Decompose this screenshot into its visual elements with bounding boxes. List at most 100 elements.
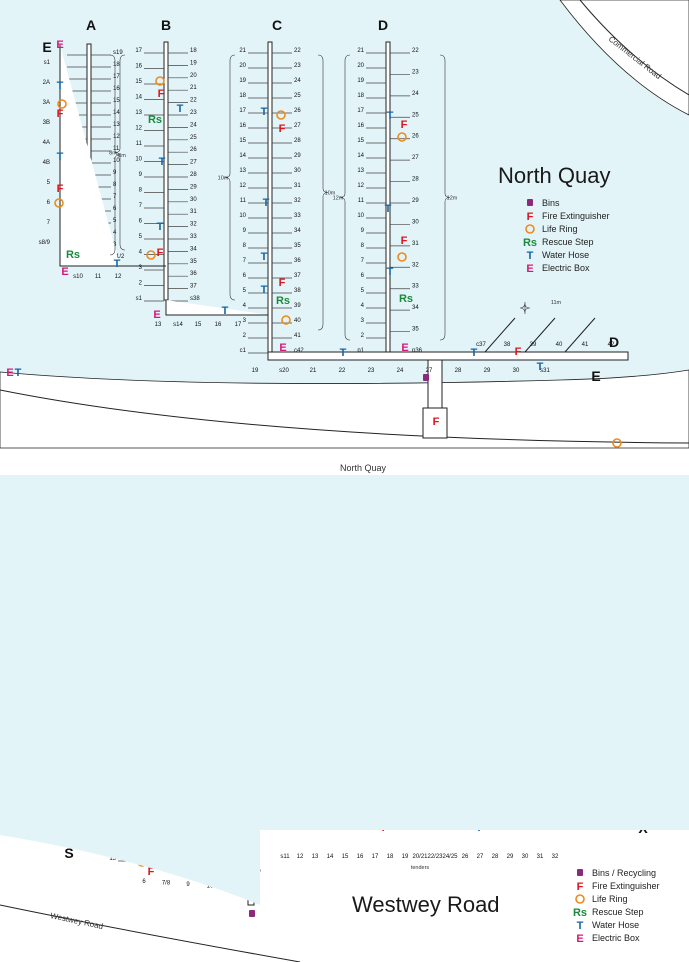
- berth-number: 22: [190, 98, 197, 104]
- berth-number: 8: [139, 188, 143, 194]
- berth-number: s10: [73, 274, 83, 280]
- legend-item: Water Hose: [542, 250, 589, 260]
- berth-number: 22: [412, 48, 419, 54]
- berth-number: 7: [139, 203, 143, 209]
- berth-number: 2: [361, 333, 365, 339]
- fire-extinguisher-icon: F: [148, 866, 155, 878]
- berth-number: 2A: [43, 80, 50, 86]
- berth-number: 26: [412, 134, 419, 140]
- north-quay-road-label: North Quay: [340, 463, 387, 473]
- legend-item: Bins: [542, 198, 560, 208]
- width-label: 11m: [551, 300, 562, 306]
- width-label: 10m: [325, 191, 336, 197]
- berth-number: 23: [190, 110, 197, 116]
- edge-letter-e: E: [42, 39, 51, 55]
- berth-number: 13: [312, 854, 319, 860]
- berth-number: 16: [113, 86, 120, 92]
- north-quay-title: North Quay: [498, 163, 611, 188]
- berth-number: 9: [361, 228, 365, 234]
- edge-letter-d: D: [609, 334, 619, 350]
- berth-number: 32: [294, 198, 301, 204]
- berth-number: 24: [397, 368, 404, 374]
- berth-number: 33: [412, 284, 419, 290]
- berth-number: 19: [357, 78, 364, 84]
- berth-number: 2: [243, 333, 247, 339]
- berth-number: s1/2: [113, 254, 125, 260]
- life-ring-icon: [57, 99, 67, 109]
- berth-number: 9: [243, 228, 247, 234]
- berth-number: 28: [492, 854, 499, 860]
- berth-number: 27: [412, 155, 419, 161]
- berth-number: 8: [361, 243, 365, 249]
- berth-number: 5: [243, 288, 247, 294]
- berth-number: 13: [155, 322, 162, 328]
- rescue-step-icon: Rs: [148, 114, 162, 126]
- berth-number: 27: [294, 123, 301, 129]
- berth-number: 15: [239, 138, 246, 144]
- berth-number: 17: [239, 108, 246, 114]
- berth-number: 30: [190, 197, 197, 203]
- legend-item: Rescue Step: [542, 237, 594, 247]
- berth-number: 32: [190, 222, 197, 228]
- berth-number: 3B: [43, 120, 50, 126]
- berth-number: 9: [139, 172, 143, 178]
- water-hose-icon: T: [340, 347, 347, 359]
- life-ring-icon: [281, 315, 291, 325]
- berth-number: 10: [239, 213, 246, 219]
- berth-number: 26: [294, 108, 301, 114]
- electric-box-icon: E: [279, 342, 286, 354]
- berth-number: 19: [190, 60, 197, 66]
- fire-extinguisher-icon: F: [515, 346, 522, 358]
- berth-number: 19: [252, 368, 259, 374]
- berth-number: 12: [297, 854, 304, 860]
- berth-number: 29: [190, 184, 197, 190]
- berth-number: 21: [239, 48, 246, 54]
- berth-number: 7: [47, 220, 51, 226]
- berth-number: 20: [190, 73, 197, 79]
- berth-number: 5: [361, 288, 365, 294]
- berth-number: 15: [357, 138, 364, 144]
- berth-number: 21: [310, 368, 317, 374]
- berth-number: 13: [357, 168, 364, 174]
- berth-number: 41: [294, 333, 301, 339]
- north-land: [0, 369, 689, 449]
- bin-icon: [527, 199, 533, 206]
- width-brace: [114, 54, 126, 251]
- berth-number: 13: [135, 110, 142, 116]
- fire-extinguisher-icon: F: [158, 88, 165, 100]
- berth-number: 11: [240, 198, 247, 204]
- berth-number: 38: [504, 342, 511, 348]
- legend-item: Rescue Step: [592, 907, 644, 917]
- berth-number: 10: [357, 213, 364, 219]
- rescue-step-icon: Rs: [66, 249, 80, 261]
- berth-number: 4B: [43, 160, 50, 166]
- berth-number: 34: [412, 305, 419, 311]
- legend-item: Electric Box: [542, 263, 590, 273]
- legend-item: Life Ring: [592, 894, 628, 904]
- berth-number: 31: [537, 854, 544, 860]
- berth-number: 40: [294, 318, 301, 324]
- berth-number: 28: [294, 138, 301, 144]
- water-hose-icon: T: [157, 221, 164, 233]
- rescue-step-icon: Rs: [276, 295, 290, 307]
- pier-d-spine: [385, 41, 391, 353]
- berth-number: 26: [190, 147, 197, 153]
- berth-number: 33: [294, 213, 301, 219]
- electric-box-icon: E: [153, 309, 160, 321]
- berth-number: 22: [294, 48, 301, 54]
- berth-number: 24: [294, 78, 301, 84]
- pier-b: 171615141312111098765432s118192021222324…: [135, 41, 200, 302]
- berth-number: 17: [113, 74, 120, 80]
- fire-extinguisher-icon: F: [527, 211, 534, 223]
- berth-number: 14: [327, 854, 334, 860]
- electric-box-icon: E: [61, 266, 68, 278]
- berth-number: 4A: [43, 140, 50, 146]
- berth-number: 15: [195, 322, 202, 328]
- berth-number: 35: [294, 243, 301, 249]
- berth-number: 21: [190, 85, 197, 91]
- berth-number: 5: [139, 234, 143, 240]
- berth-number: 10: [135, 157, 142, 163]
- berth-number: 35: [412, 327, 419, 333]
- life-ring-icon: [54, 198, 64, 208]
